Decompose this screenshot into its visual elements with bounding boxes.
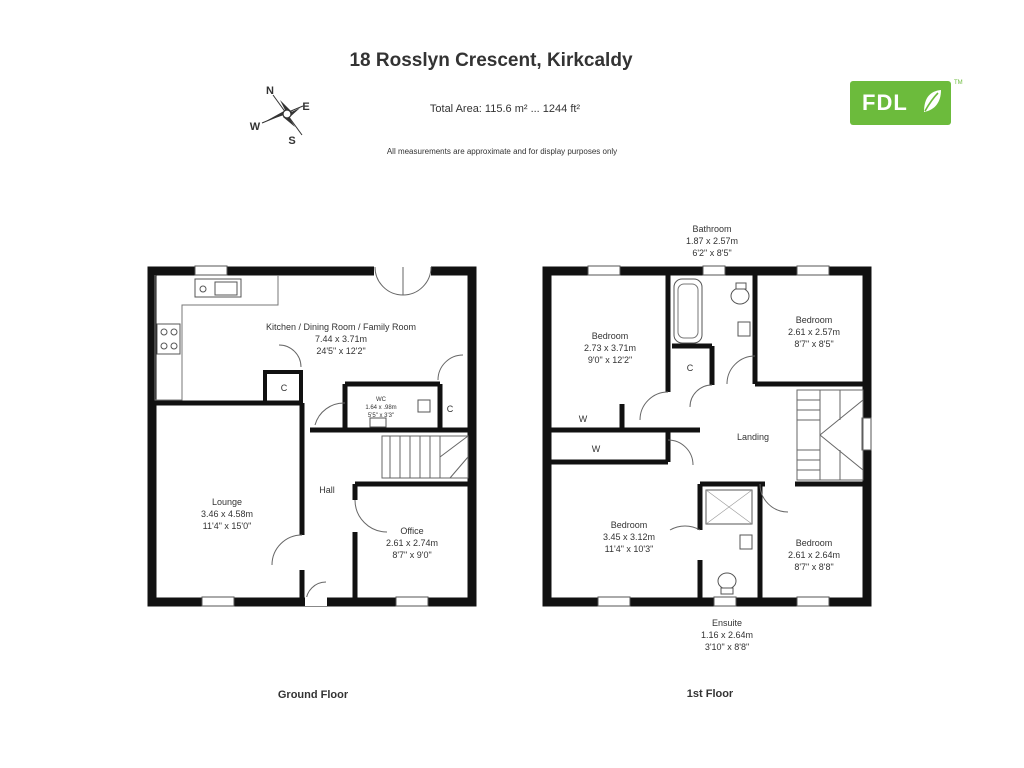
bedroom-metric: 2.61 x 2.64m	[788, 550, 840, 560]
disclaimer: All measurements are approximate and for…	[386, 147, 618, 156]
cupboard-label: C	[281, 383, 288, 393]
ground-floor-label: Ground Floor	[277, 689, 349, 701]
bedroom-name: Bedroom	[796, 538, 833, 548]
trademark: TM	[954, 80, 963, 86]
property-title: 18 Rosslyn Crescent, Kirkcaldy	[349, 50, 633, 71]
wardrobe-label: W	[592, 444, 601, 454]
lounge-name: Lounge	[212, 497, 242, 507]
landing-name: Landing	[737, 432, 769, 442]
bedroom-imperial: 9'0" x 12'2"	[588, 355, 632, 365]
compass-s: S	[288, 135, 295, 147]
bedroom-imperial: 8'7" x 8'8"	[794, 562, 833, 572]
bathroom-imperial: 6'2" x 8'5"	[692, 248, 731, 258]
bedroom-metric: 2.61 x 2.57m	[788, 327, 840, 337]
ensuite-imperial: 3'10" x 8'8"	[705, 642, 749, 652]
hall-name: Hall	[319, 485, 335, 495]
compass-e: E	[302, 101, 309, 113]
first-floor-plan	[542, 265, 872, 607]
kitchen-metric: 7.44 x 3.71m	[315, 334, 367, 344]
kitchen-name: Kitchen / Dining Room / Family Room	[266, 322, 416, 332]
cupboard-label: C	[447, 404, 454, 414]
compass-n: N	[266, 85, 274, 97]
office-imperial: 8'7" x 9'0"	[392, 550, 431, 560]
bedroom-metric: 2.73 x 3.71m	[584, 343, 636, 353]
ensuite-metric: 1.16 x 2.64m	[701, 630, 753, 640]
ensuite-name: Ensuite	[712, 618, 742, 628]
wc-imperial: 5'5" x 3'3"	[368, 413, 394, 419]
bedroom-name: Bedroom	[796, 315, 833, 325]
office-metric: 2.61 x 2.74m	[386, 538, 438, 548]
lounge-metric: 3.46 x 4.58m	[201, 509, 253, 519]
bathroom-name: Bathroom	[692, 224, 731, 234]
wc-metric: 1.64 x .98m	[365, 405, 396, 411]
fdl-logo: FDL	[850, 81, 951, 125]
bedroom-name: Bedroom	[611, 520, 648, 530]
wc-name: WC	[376, 397, 387, 403]
leaf-icon	[924, 90, 941, 112]
bedroom-imperial: 11'4" x 10'3"	[605, 544, 654, 554]
kitchen-imperial: 24'5" x 12'2"	[316, 346, 365, 356]
wardrobe-label: W	[579, 414, 588, 424]
lounge-imperial: 11'4" x 15'0"	[203, 521, 252, 531]
bathroom-metric: 1.87 x 2.57m	[686, 236, 738, 246]
compass-w: W	[250, 121, 261, 133]
bedroom-imperial: 8'7" x 8'5"	[794, 339, 833, 349]
first-floor-label: 1st Floor	[686, 688, 734, 700]
cupboard-label: C	[687, 363, 694, 373]
office-name: Office	[400, 526, 423, 536]
ground-floor-plan	[147, 262, 477, 607]
compass-icon: N E S W	[250, 85, 310, 147]
total-area: Total Area: 115.6 m² ... 1244 ft²	[429, 103, 581, 115]
bedroom-name: Bedroom	[592, 331, 629, 341]
logo-text: FDL	[862, 90, 908, 115]
bedroom-metric: 3.45 x 3.12m	[603, 532, 655, 542]
